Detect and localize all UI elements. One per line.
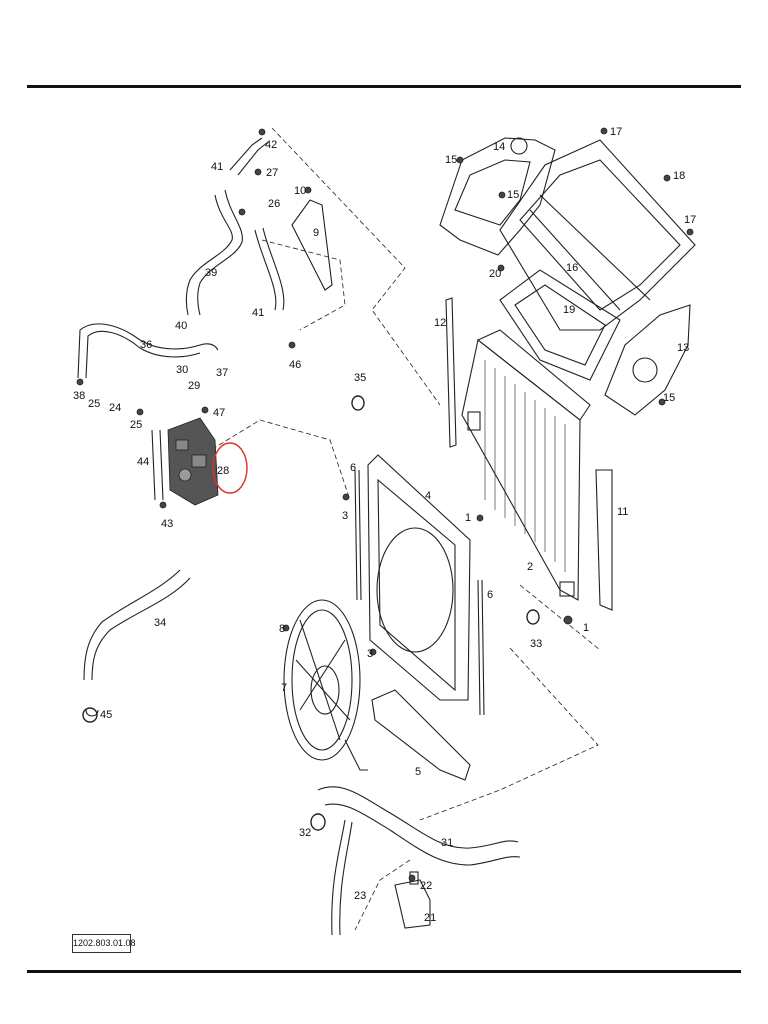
upper-hoses xyxy=(185,137,285,316)
callout-12: 12 xyxy=(434,317,446,329)
callout-20: 20 xyxy=(489,268,501,280)
callout-5: 5 xyxy=(415,766,421,778)
callout-8: 8 xyxy=(279,623,285,635)
callout-27: 27 xyxy=(266,167,278,179)
callout-1: 1 xyxy=(583,622,589,634)
bottom-rule xyxy=(27,970,741,973)
clamps xyxy=(82,395,540,831)
callout-13: 13 xyxy=(677,342,689,354)
callout-47: 47 xyxy=(213,407,225,419)
lower-hose xyxy=(317,786,521,936)
callout-11: 11 xyxy=(617,506,628,518)
callout-1: 1 xyxy=(465,512,471,524)
callout-26: 26 xyxy=(268,198,280,210)
side-bracket xyxy=(604,304,691,416)
callout-3: 3 xyxy=(367,648,373,660)
callout-34: 34 xyxy=(154,617,166,629)
callout-17: 17 xyxy=(610,126,622,138)
pump-assembly xyxy=(167,417,219,506)
lower-bracket xyxy=(371,689,471,781)
callout-39: 39 xyxy=(205,267,217,279)
hose-44 xyxy=(151,429,164,501)
callout-35: 35 xyxy=(354,372,366,384)
callout-2: 2 xyxy=(527,561,533,573)
callout-45: 45 xyxy=(100,709,112,721)
callout-3: 3 xyxy=(342,510,348,522)
callout-32: 32 xyxy=(299,827,311,839)
callout-10: 10 xyxy=(294,185,306,197)
callout-6: 6 xyxy=(487,589,493,601)
callout-15: 15 xyxy=(507,189,519,201)
seal-strips xyxy=(354,297,613,716)
radiator xyxy=(461,329,591,601)
callout-19: 19 xyxy=(563,304,575,316)
bracket-9 xyxy=(291,199,333,291)
callout-41: 41 xyxy=(211,161,223,173)
callout-18: 18 xyxy=(673,170,685,182)
callout-14: 14 xyxy=(493,141,505,153)
callout-22: 22 xyxy=(420,880,432,892)
top-rule xyxy=(27,85,741,88)
callout-41: 41 xyxy=(252,307,264,319)
callout-6: 6 xyxy=(350,462,356,474)
callout-43: 43 xyxy=(161,518,173,530)
callout-7: 7 xyxy=(281,682,287,694)
callout-44: 44 xyxy=(137,456,149,468)
callout-24: 24 xyxy=(109,402,121,414)
callout-31: 31 xyxy=(441,837,453,849)
highlight-marker xyxy=(212,442,248,494)
callout-40: 40 xyxy=(175,320,187,332)
callout-25: 25 xyxy=(88,398,100,410)
callout-16: 16 xyxy=(566,262,578,274)
callout-23: 23 xyxy=(354,890,366,902)
callout-28: 28 xyxy=(217,465,229,477)
hose-36 xyxy=(77,323,219,379)
cooling-fan xyxy=(283,599,368,771)
heat-shield-assembly xyxy=(439,137,696,381)
callout-15: 15 xyxy=(663,392,675,404)
callout-15: 15 xyxy=(445,154,457,166)
callout-33: 33 xyxy=(530,638,542,650)
callout-29: 29 xyxy=(188,380,200,392)
reference-code: 1202.803.01.08 xyxy=(72,934,136,953)
callout-38: 38 xyxy=(73,390,85,402)
callout-9: 9 xyxy=(313,227,319,239)
fan-shroud xyxy=(367,454,471,701)
callout-36: 36 xyxy=(140,339,152,351)
hose-34 xyxy=(83,569,191,717)
callout-25: 25 xyxy=(130,419,142,431)
callout-4: 4 xyxy=(425,490,431,502)
callout-46: 46 xyxy=(289,359,301,371)
callout-17: 17 xyxy=(684,214,696,226)
callout-30: 30 xyxy=(176,364,188,376)
callout-21: 21 xyxy=(424,912,436,924)
fittings xyxy=(76,127,694,882)
callout-42: 42 xyxy=(265,139,277,151)
callout-37: 37 xyxy=(216,367,228,379)
